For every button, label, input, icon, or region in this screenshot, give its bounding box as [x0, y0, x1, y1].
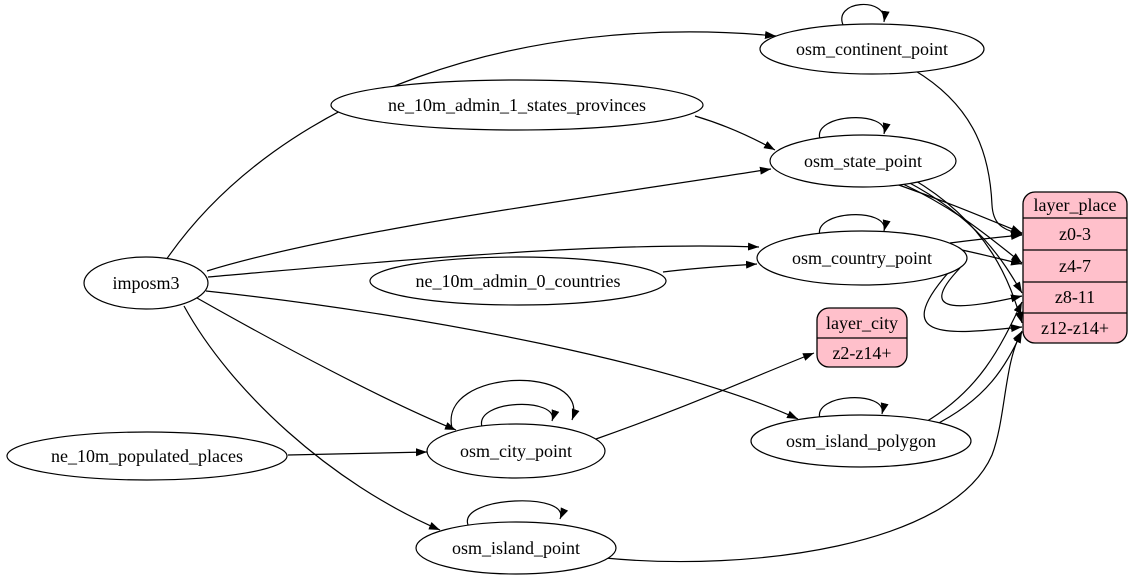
node-osm_continent_point-shape — [759, 23, 985, 75]
node-osm_country_point: osm_country_point — [756, 230, 968, 286]
edge-osm_country_point-layer_place-z0-3 — [949, 232, 1023, 244]
edge-osm_island_polygon-layer_place-z8-11 — [923, 301, 1023, 424]
record-layer_place: layer_place z0-3 z4-7 z8-11 z12-z14+ — [1022, 191, 1128, 344]
edge-osm_country_point-layer_place-z8-11 — [941, 267, 1023, 307]
node-osm_island_point-shape — [415, 521, 617, 575]
self-loop-osm_island_point — [467, 500, 569, 526]
node-ne_10m_admin_0_countries-shape — [369, 256, 667, 306]
self-loop-osm_country_point — [819, 214, 891, 237]
record-layer_place-row-z8-11: z8-11 — [1055, 287, 1095, 307]
record-layer_place-row-z4-7: z4-7 — [1059, 256, 1091, 276]
record-layer_place-row-z0-3: z0-3 — [1059, 224, 1091, 244]
edge-osm_island_point-layer_place-z12-z14 — [604, 330, 1023, 563]
edge-imposm3-osm_country_point — [207, 242, 760, 278]
node-osm_country_point-label: osm_country_point — [792, 248, 932, 268]
self-loop-osm_state_point — [819, 117, 891, 140]
node-imposm3-label: imposm3 — [112, 273, 179, 293]
node-ne_10m_admin_1_states_provinces-shape — [330, 79, 704, 131]
self-loop-osm_city_point-outer — [450, 379, 580, 429]
edge-osm_country_point-layer_place-z4-7 — [961, 249, 1023, 266]
node-osm_island_polygon: osm_island_polygon — [750, 414, 972, 468]
record-layer_city-row-z2-z14: z2-z14+ — [832, 343, 891, 363]
node-osm_state_point: osm_state_point — [769, 134, 957, 188]
node-osm_island_polygon-label: osm_island_polygon — [786, 431, 936, 451]
node-ne_10m_populated_places: ne_10m_populated_places — [6, 431, 288, 481]
edge-imposm3-osm_island_point — [183, 305, 441, 531]
record-layer_city-title: layer_city — [826, 313, 898, 333]
self-loop-osm_city_point-inner — [481, 403, 560, 428]
edge-ne_10m_populated_places-osm_city_point — [287, 448, 428, 457]
edge-osm_city_point-layer_city-z2-z14 — [595, 352, 815, 440]
record-layer_place-shape — [1022, 191, 1128, 344]
node-osm_continent_point-label: osm_continent_point — [796, 39, 948, 59]
edge-ne_10m_admin_1_states_provinces-osm_state_point — [694, 115, 776, 151]
node-imposm3: imposm3 — [83, 256, 209, 310]
record-layer_place-title: layer_place — [1034, 195, 1117, 215]
edge-imposm3-osm_state_point — [206, 166, 772, 272]
node-osm_island_polygon-shape — [750, 414, 972, 468]
node-ne_10m_admin_0_countries: ne_10m_admin_0_countries — [369, 256, 667, 306]
node-osm_state_point-label: osm_state_point — [804, 151, 922, 171]
node-osm_city_point-shape — [426, 423, 606, 479]
edge-osm_state_point-layer_place-z0-3 — [895, 183, 1023, 234]
node-osm_continent_point: osm_continent_point — [759, 23, 985, 75]
node-ne_10m_admin_0_countries-label: ne_10m_admin_0_countries — [416, 271, 621, 291]
node-osm_island_point: osm_island_point — [415, 521, 617, 575]
node-ne_10m_admin_1_states_provinces: ne_10m_admin_1_states_provinces — [330, 79, 704, 131]
edge-imposm3-osm_city_point — [196, 297, 457, 431]
self-loop-osm_island_polygon — [819, 397, 889, 420]
node-imposm3-shape — [83, 256, 209, 310]
node-osm_city_point-label: osm_city_point — [460, 441, 572, 461]
edge-imposm3-osm_island_polygon — [205, 290, 799, 420]
node-osm_country_point-shape — [756, 230, 968, 286]
self-loop-osm_continent_point — [841, 3, 890, 28]
node-ne_10m_populated_places-label: ne_10m_populated_places — [51, 446, 243, 466]
node-osm_city_point: osm_city_point — [426, 423, 606, 479]
edge-ne_10m_admin_0_countries-osm_country_point — [662, 260, 758, 273]
edge-imposm3-osm_continent_point — [165, 30, 777, 261]
edges — [165, 3, 1023, 563]
edge-osm_continent_point-layer_place-z0-3 — [913, 69, 1023, 236]
record-layer_city: layer_city z2-z14+ — [816, 307, 908, 368]
node-ne_10m_admin_1_states_provinces-label: ne_10m_admin_1_states_provinces — [388, 95, 646, 115]
node-ne_10m_populated_places-shape — [6, 431, 288, 481]
edge-osm_state_point-layer_place-z4-7 — [900, 182, 1023, 264]
node-osm_island_point-label: osm_island_point — [452, 538, 580, 558]
node-osm_state_point-shape — [769, 134, 957, 188]
edge-osm_country_point-layer_place-z12-z14 — [923, 272, 1023, 333]
record-layer_place-row-z12-z14: z12-z14+ — [1041, 318, 1109, 338]
